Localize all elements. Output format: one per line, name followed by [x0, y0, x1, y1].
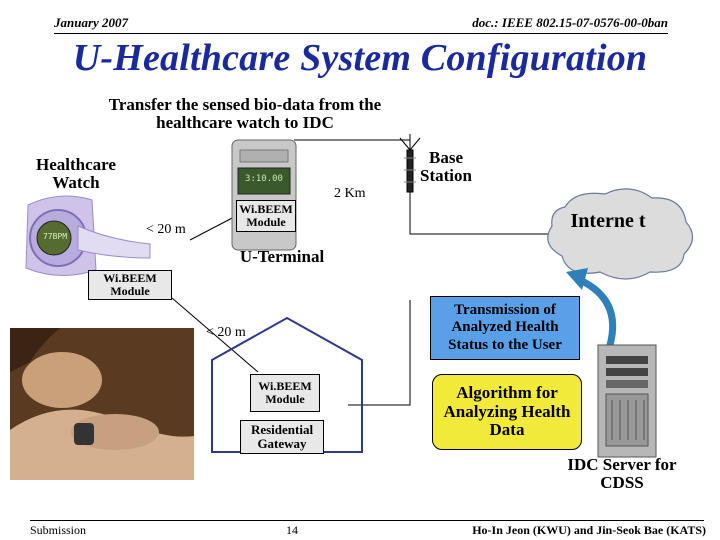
house-outline	[211, 316, 363, 453]
page-title: U-Healthcare System Configuration	[72, 37, 648, 79]
u-terminal-device-icon	[231, 139, 297, 251]
internet-label: Interne t	[570, 210, 646, 232]
wibeem-module-terminal: Wi.BEEM Module	[236, 200, 296, 232]
range-terminal-base: 2 Km	[334, 186, 366, 201]
internet-cloud-icon	[547, 188, 694, 280]
line-watch-gateway	[171, 297, 259, 373]
footer-submission: Submission	[30, 523, 87, 537]
line-watch-terminal	[189, 214, 239, 241]
header-date: January 2007	[54, 15, 129, 30]
footer-page-number: 14	[286, 523, 298, 537]
connection-lines	[171, 139, 548, 406]
watch-screen-readout: 77BPM	[42, 232, 68, 241]
transmission-box: Transmission of Analyzed Health Status t…	[430, 296, 580, 360]
wibeem-module-watch: Wi.BEEM Module	[88, 270, 172, 300]
residential-gateway-box: Residential Gateway	[240, 420, 324, 454]
line-gateway-up	[348, 300, 411, 406]
base-station-antenna-icon	[399, 134, 421, 193]
line-base-internet	[409, 190, 548, 235]
wibeem-module-gateway: Wi.BEEM Module	[250, 374, 320, 412]
u-terminal-label: U-Terminal	[239, 247, 325, 266]
idc-server-icon	[597, 344, 657, 458]
header-rule	[54, 33, 668, 34]
range-watch-gateway: < 20 m	[206, 325, 246, 340]
footer-rule	[30, 520, 704, 521]
server-to-internet-arrow	[576, 276, 617, 349]
elderly-person-photo	[10, 328, 194, 480]
healthcare-watch-icon	[25, 195, 151, 277]
footer-authors: Ho-In Jeon (KWU) and Jin-Seok Bae (KATS)	[472, 523, 706, 537]
algorithm-box: Algorithm for Analyzing Health Data	[432, 374, 582, 450]
idc-server-label: IDC Server for CDSS	[567, 455, 677, 493]
range-watch-terminal: < 20 m	[146, 222, 186, 237]
arrow-head-icon	[566, 268, 588, 290]
header-doc-id: doc.: IEEE 802.15-07-0576-00-0ban	[472, 15, 668, 30]
transfer-note: Transfer the sensed bio-data from the he…	[108, 95, 382, 133]
base-station-label: Base Station	[420, 148, 472, 186]
healthcare-watch-label: Healthcare Watch	[36, 155, 116, 193]
terminal-screen-readout: 3:10.00	[245, 174, 283, 184]
